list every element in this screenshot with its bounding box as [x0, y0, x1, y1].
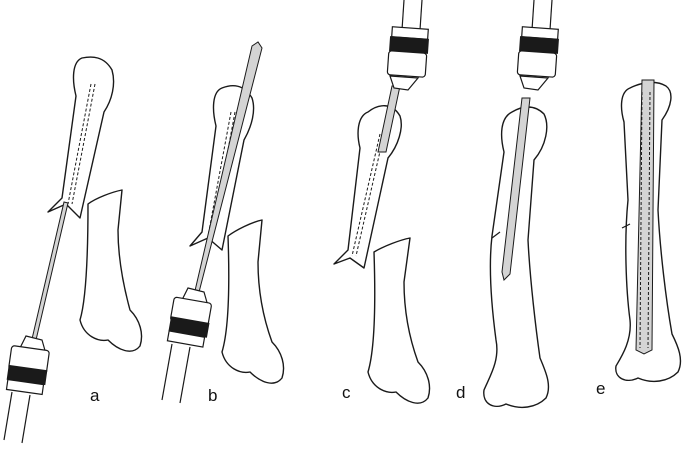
panel-e: [615, 79, 682, 383]
medullary-canal-a: [67, 83, 96, 205]
fracture-line-d: [491, 231, 501, 239]
femur-d: [483, 106, 550, 409]
panel-b: [161, 41, 285, 404]
panel-label-e: e: [596, 379, 606, 398]
drill-chuck-c: [386, 0, 429, 91]
guide-wire-a: [31, 201, 69, 341]
guide-wire-b: [193, 41, 263, 297]
intramedullary-nail-d: [501, 97, 531, 281]
fracture-line-e: [621, 223, 631, 229]
medullary-canal-c: [351, 133, 385, 257]
drill-chuck-a: [3, 335, 50, 444]
panel-label-b: b: [208, 386, 218, 405]
distal-fragment-b: [221, 219, 285, 384]
distal-fragment-c: [367, 237, 431, 404]
panel-label-c: c: [342, 383, 351, 402]
panel-c: [333, 0, 431, 404]
panel-d: [483, 0, 559, 409]
panel-label-a: a: [90, 386, 100, 405]
drill-chuck-d: [516, 0, 559, 91]
nail-outline-e: [639, 91, 651, 349]
panel-a: [3, 56, 143, 444]
proximal-fragment-a: [47, 56, 115, 219]
distal-fragment-a: [79, 189, 143, 352]
drill-chuck-b: [161, 287, 212, 404]
panel-label-d: d: [456, 383, 466, 402]
